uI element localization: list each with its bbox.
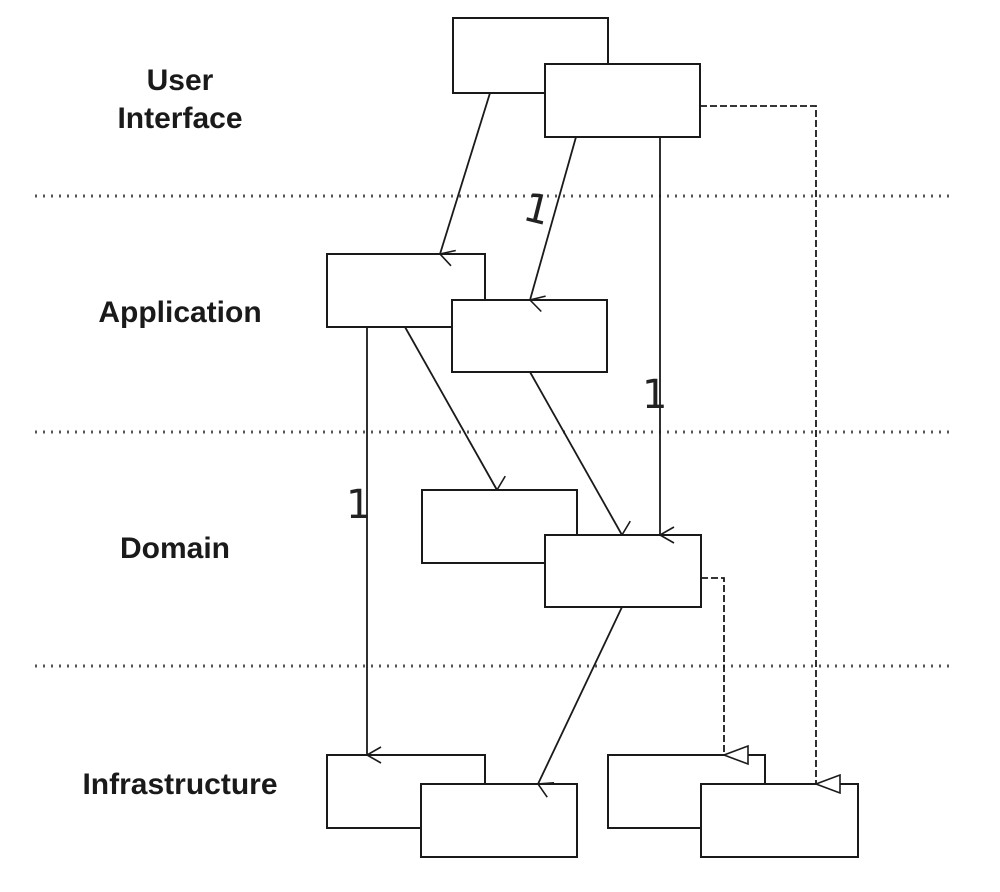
multiplicity-ui-to-application: 1 [519, 184, 555, 235]
realization-ui-to-infrastructure [700, 105, 816, 784]
infrastructure-box-left-front [420, 783, 578, 858]
layer-label-domain: Domain [119, 532, 230, 565]
application-box-front [451, 299, 608, 373]
ui-box-front [544, 63, 701, 138]
layer-label-user-interface-text: User Interface [117, 64, 243, 135]
layer-label-application: Application [98, 296, 262, 329]
arrow-application-to-domain-left [404, 326, 514, 491]
arrow-ui-to-application-right [528, 136, 577, 313]
arrow-ui-to-application-left [438, 92, 491, 267]
multiplicity-ui-to-domain: 1 [642, 372, 667, 418]
infrastructure-box-right-front [700, 783, 859, 858]
arrow-application-to-domain-right [529, 371, 639, 536]
multiplicity-application-to-infrastructure: 1 [346, 482, 371, 528]
arrow-domain-to-infrastructure [536, 606, 623, 798]
realization-domain-to-infrastructure [701, 577, 724, 755]
domain-box-front [544, 534, 702, 608]
layer-label-user-interface: User Interface [100, 62, 260, 138]
layer-label-infrastructure: Infrastructure [82, 768, 278, 801]
